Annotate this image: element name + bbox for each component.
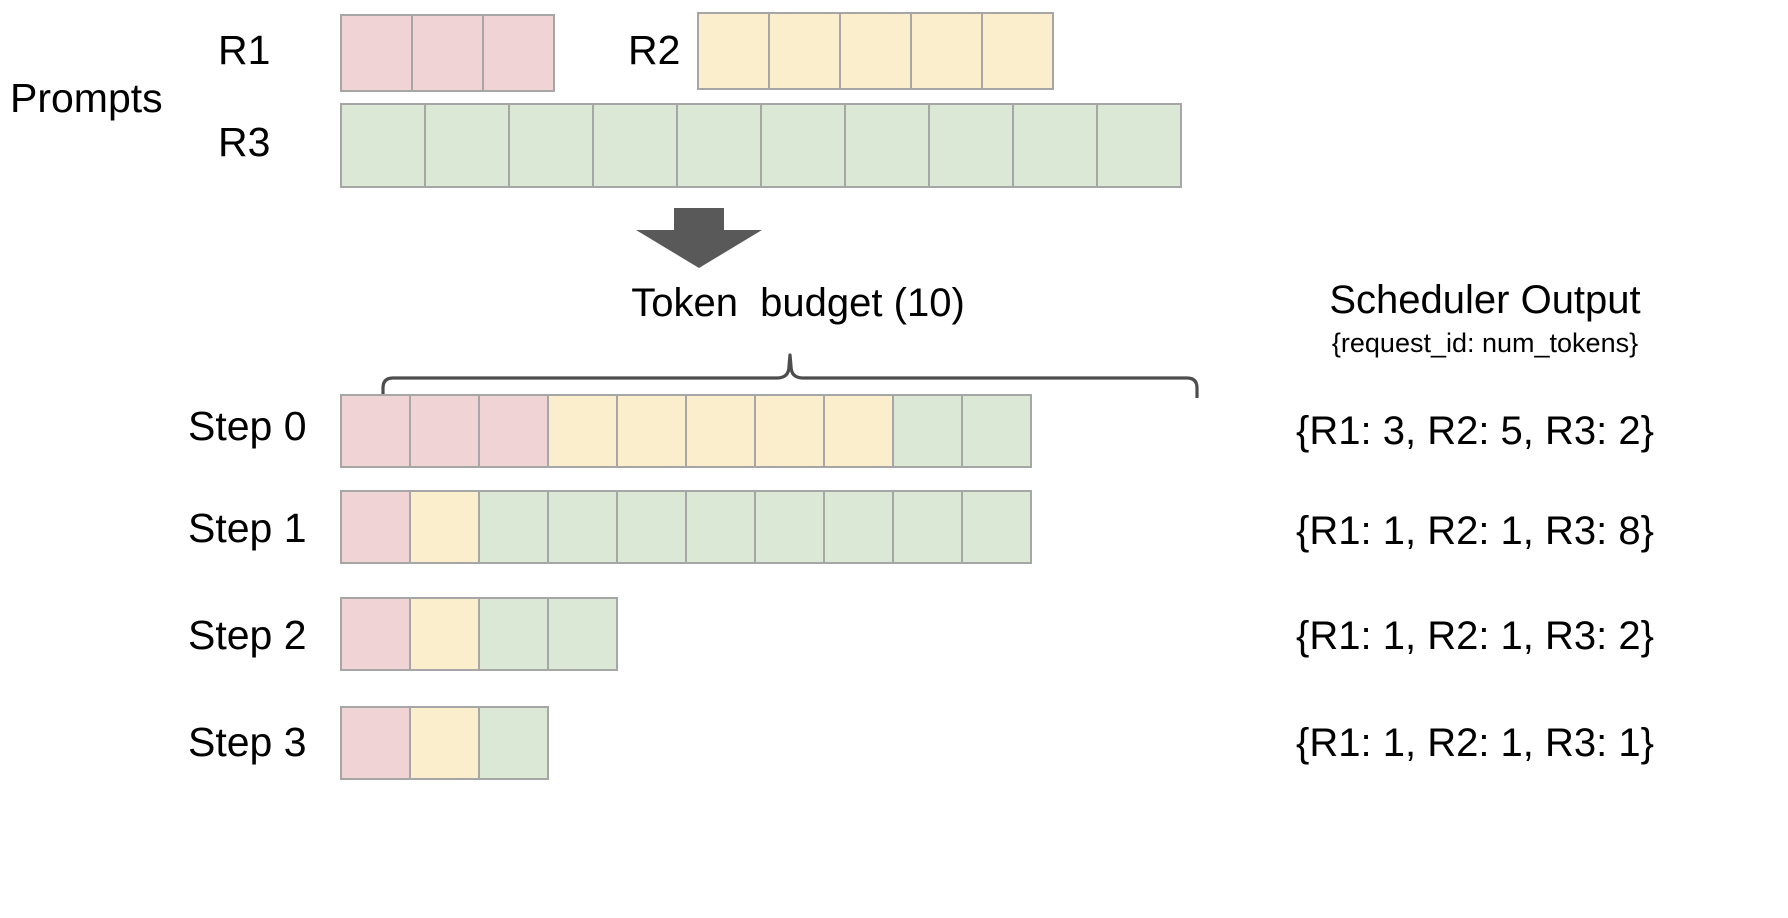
prompt-row-r1 (340, 14, 555, 92)
token-cell (892, 394, 963, 468)
token-cell (839, 12, 912, 90)
token-cell (340, 103, 426, 188)
down-arrow-icon (634, 208, 764, 268)
step-row-2 (340, 597, 618, 671)
token-cell (910, 12, 983, 90)
token-cell (961, 394, 1032, 468)
token-cell (340, 597, 411, 671)
scheduler-output-title: Scheduler Output (1329, 278, 1641, 322)
token-cell (547, 490, 618, 564)
step-row-1 (340, 490, 1032, 564)
token-cell (547, 597, 618, 671)
token-cell (340, 394, 411, 468)
token-cell (961, 490, 1032, 564)
prompt-row-label-r1: R1 (218, 27, 271, 73)
token-cell (478, 706, 549, 780)
token-budget-label: Token budget (10) (631, 281, 965, 325)
step-row-3 (340, 706, 549, 780)
scheduler-output-0: {R1: 3, R2: 5, R3: 2} (1296, 409, 1654, 453)
prompt-row-r3 (340, 103, 1182, 188)
prompt-row-r2 (697, 12, 1054, 90)
token-cell (478, 490, 549, 564)
step-label-0: Step 0 (188, 403, 307, 449)
token-cell (409, 394, 480, 468)
token-cell (754, 490, 825, 564)
step-row-0 (340, 394, 1032, 468)
token-cell (547, 394, 618, 468)
prompts-section-label: Prompts (10, 75, 163, 121)
token-cell (592, 103, 678, 188)
token-cell (685, 490, 756, 564)
scheduler-output-2: {R1: 1, R2: 1, R3: 2} (1296, 614, 1654, 658)
token-cell (482, 14, 555, 92)
curly-brace-icon (380, 352, 1200, 400)
token-cell (478, 597, 549, 671)
token-cell (981, 12, 1054, 90)
token-cell (1096, 103, 1182, 188)
token-cell (409, 597, 480, 671)
token-cell (409, 706, 480, 780)
token-cell (760, 103, 846, 188)
prompt-row-label-r3: R3 (218, 119, 271, 165)
token-cell (340, 490, 411, 564)
token-cell (411, 14, 484, 92)
token-cell (478, 394, 549, 468)
token-cell (685, 394, 756, 468)
step-label-1: Step 1 (188, 505, 307, 551)
token-cell (697, 12, 770, 90)
step-label-2: Step 2 (188, 612, 307, 658)
token-cell (928, 103, 1014, 188)
token-cell (424, 103, 510, 188)
token-cell (844, 103, 930, 188)
token-cell (768, 12, 841, 90)
token-cell (892, 490, 963, 564)
token-cell (1012, 103, 1098, 188)
token-cell (409, 490, 480, 564)
token-cell (823, 490, 894, 564)
token-cell (340, 14, 413, 92)
step-label-3: Step 3 (188, 719, 307, 765)
token-cell (676, 103, 762, 188)
token-cell (754, 394, 825, 468)
token-cell (823, 394, 894, 468)
scheduler-output-subtitle: {request_id: num_tokens} (1331, 328, 1639, 358)
scheduler-output-1: {R1: 1, R2: 1, R3: 8} (1296, 509, 1654, 553)
prompt-row-label-r2: R2 (628, 27, 681, 73)
scheduler-output-3: {R1: 1, R2: 1, R3: 1} (1296, 721, 1654, 765)
token-cell (616, 394, 687, 468)
token-cell (616, 490, 687, 564)
token-cell (508, 103, 594, 188)
token-cell (340, 706, 411, 780)
